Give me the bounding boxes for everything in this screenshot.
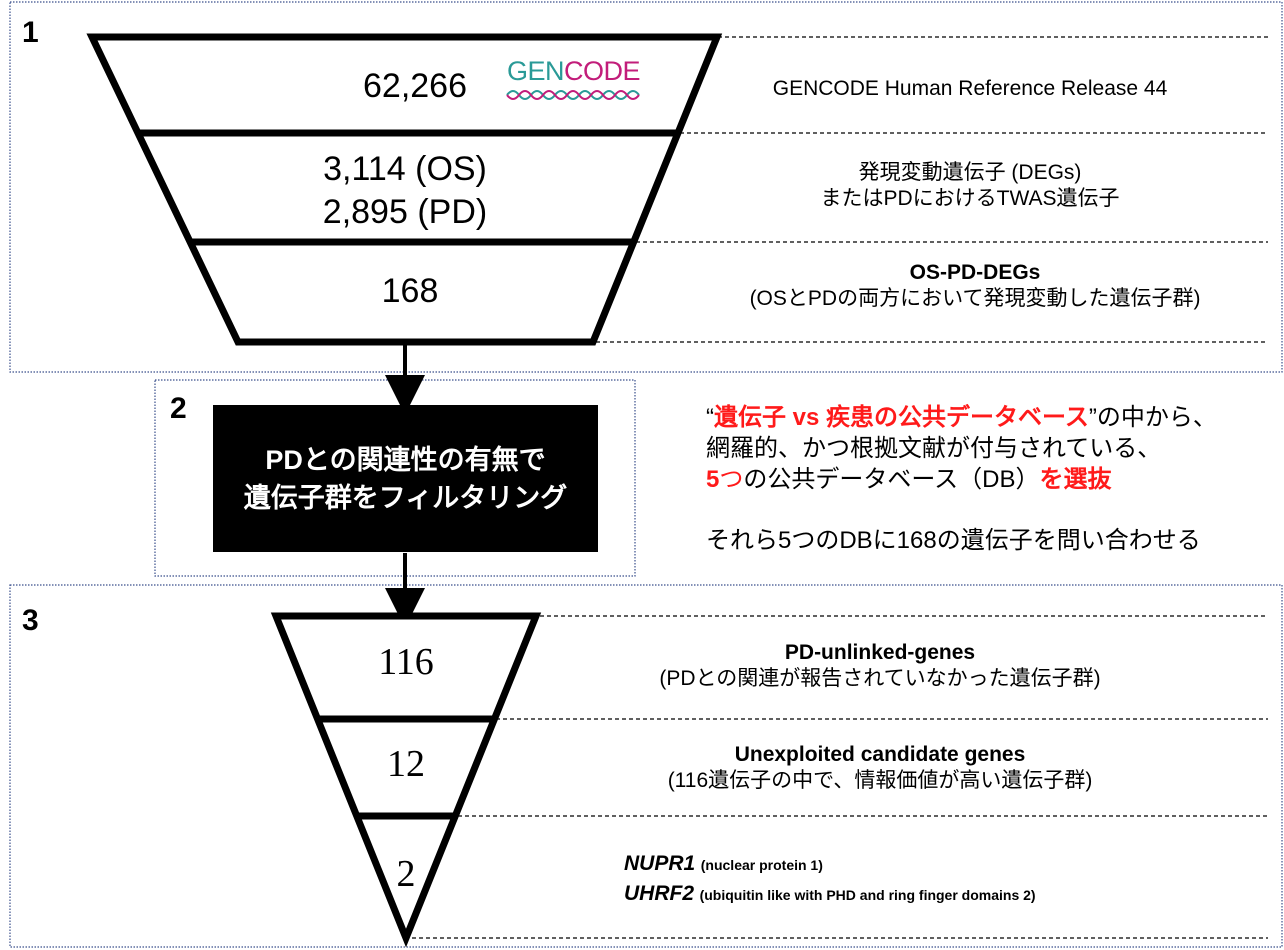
filter-box-line: PDとの関連性の有無で: [265, 444, 546, 475]
gene-fullname: (nuclear protein 1): [700, 857, 823, 873]
funnel1-value-2: 168: [381, 272, 439, 310]
desc-line: (116遺伝子の中で、情報価値が高い遺伝子群): [667, 769, 1093, 792]
desc-line: (OSとPDの両方において発現変動した遺伝子群): [749, 287, 1201, 310]
gene-row-nupr1: NUPR1 (nuclear protein 1): [624, 852, 1036, 876]
section1-desc-2: OS-PD-DEGs (OSとPDの両方において発現変動した遺伝子群): [690, 260, 1260, 312]
line3-mid: の公共データベース（DB）: [743, 466, 1040, 493]
gene-fullname: (ubiquitin like with PHD and ring finger…: [699, 887, 1036, 903]
funnel3-outline: [270, 612, 542, 948]
highlight-db-category: 遺伝子 vs 疾患の公共データベース: [714, 404, 1089, 431]
gencode-logo-part1: GEN: [507, 56, 565, 86]
step2-line-1: “遺伝子 vs 疾患の公共データベース”の中から、: [706, 402, 1217, 433]
desc-line: 発現変動遺伝子 (DEGs): [858, 161, 1082, 184]
gene-symbol: UHRF2: [624, 882, 695, 905]
highlight-tsu: つ: [719, 466, 744, 493]
desc-title: Unexploited candidate genes: [734, 743, 1026, 766]
section2-text: “遺伝子 vs 疾患の公共データベース”の中から、 網羅的、かつ根拠文献が付与さ…: [706, 402, 1217, 556]
step2-line-4: それら5つのDBに168の遺伝子を問い合わせる: [706, 527, 1201, 554]
desc-title: OS-PD-DEGs: [909, 261, 1041, 284]
desc-title: PD-unlinked-genes: [784, 641, 976, 664]
funnel3-value-0: 116: [378, 641, 434, 683]
filter-box: PDとの関連性の有無で 遺伝子群をフィルタリング: [213, 405, 598, 552]
section1-box: [9, 1, 1283, 373]
funnel1-outline: [86, 33, 723, 346]
funnel1-value-1b: 2,895 (PD): [322, 193, 488, 231]
section3-number: 3: [22, 604, 39, 637]
filter-box-line: 遺伝子群をフィルタリング: [243, 482, 568, 513]
section1-desc-0: GENCODE Human Reference Release 44: [720, 76, 1220, 102]
highlight-five: 5: [706, 466, 720, 493]
section3-genes: NUPR1 (nuclear protein 1) UHRF2 (ubiquit…: [624, 852, 1036, 906]
gencode-logo-part2: CODE: [564, 56, 641, 86]
desc-line: GENCODE Human Reference Release 44: [772, 77, 1168, 100]
gene-symbol: NUPR1: [624, 852, 696, 875]
funnel1-value-1a: 3,114 (OS): [323, 150, 487, 188]
step2-line-3: 5つの公共データベース（DB）を選抜: [706, 464, 1217, 495]
section3-desc-0: PD-unlinked-genes (PDとの関連が報告されていなかった遺伝子群…: [600, 640, 1160, 692]
gencode-logo: GENCODE: [507, 56, 641, 87]
section1-desc-1: 発現変動遺伝子 (DEGs) またはPDにおけるTWAS遺伝子: [700, 160, 1240, 212]
desc-line: またはPDにおけるTWAS遺伝子: [820, 187, 1120, 210]
funnel3-value-1: 12: [387, 743, 425, 785]
section1-number: 1: [22, 16, 39, 49]
funnel1-value-0: 62,266: [363, 67, 467, 105]
line1-rest: ”の中から、: [1088, 404, 1217, 431]
gencode-helix-icon: [506, 90, 640, 100]
desc-line: (PDとの関連が報告されていなかった遺伝子群): [659, 667, 1101, 690]
section2-number: 2: [170, 392, 187, 425]
funnel3-value-2: 2: [396, 853, 416, 895]
highlight-select: を選抜: [1039, 466, 1112, 493]
section3-desc-1: Unexploited candidate genes (116遺伝子の中で、情…: [600, 742, 1160, 794]
step2-line-2: 網羅的、かつ根拠文献が付与されている、: [706, 435, 1162, 462]
section3-box: [9, 584, 1283, 948]
quote-open: “: [706, 404, 714, 431]
gene-row-uhrf2: UHRF2 (ubiquitin like with PHD and ring …: [624, 882, 1036, 906]
